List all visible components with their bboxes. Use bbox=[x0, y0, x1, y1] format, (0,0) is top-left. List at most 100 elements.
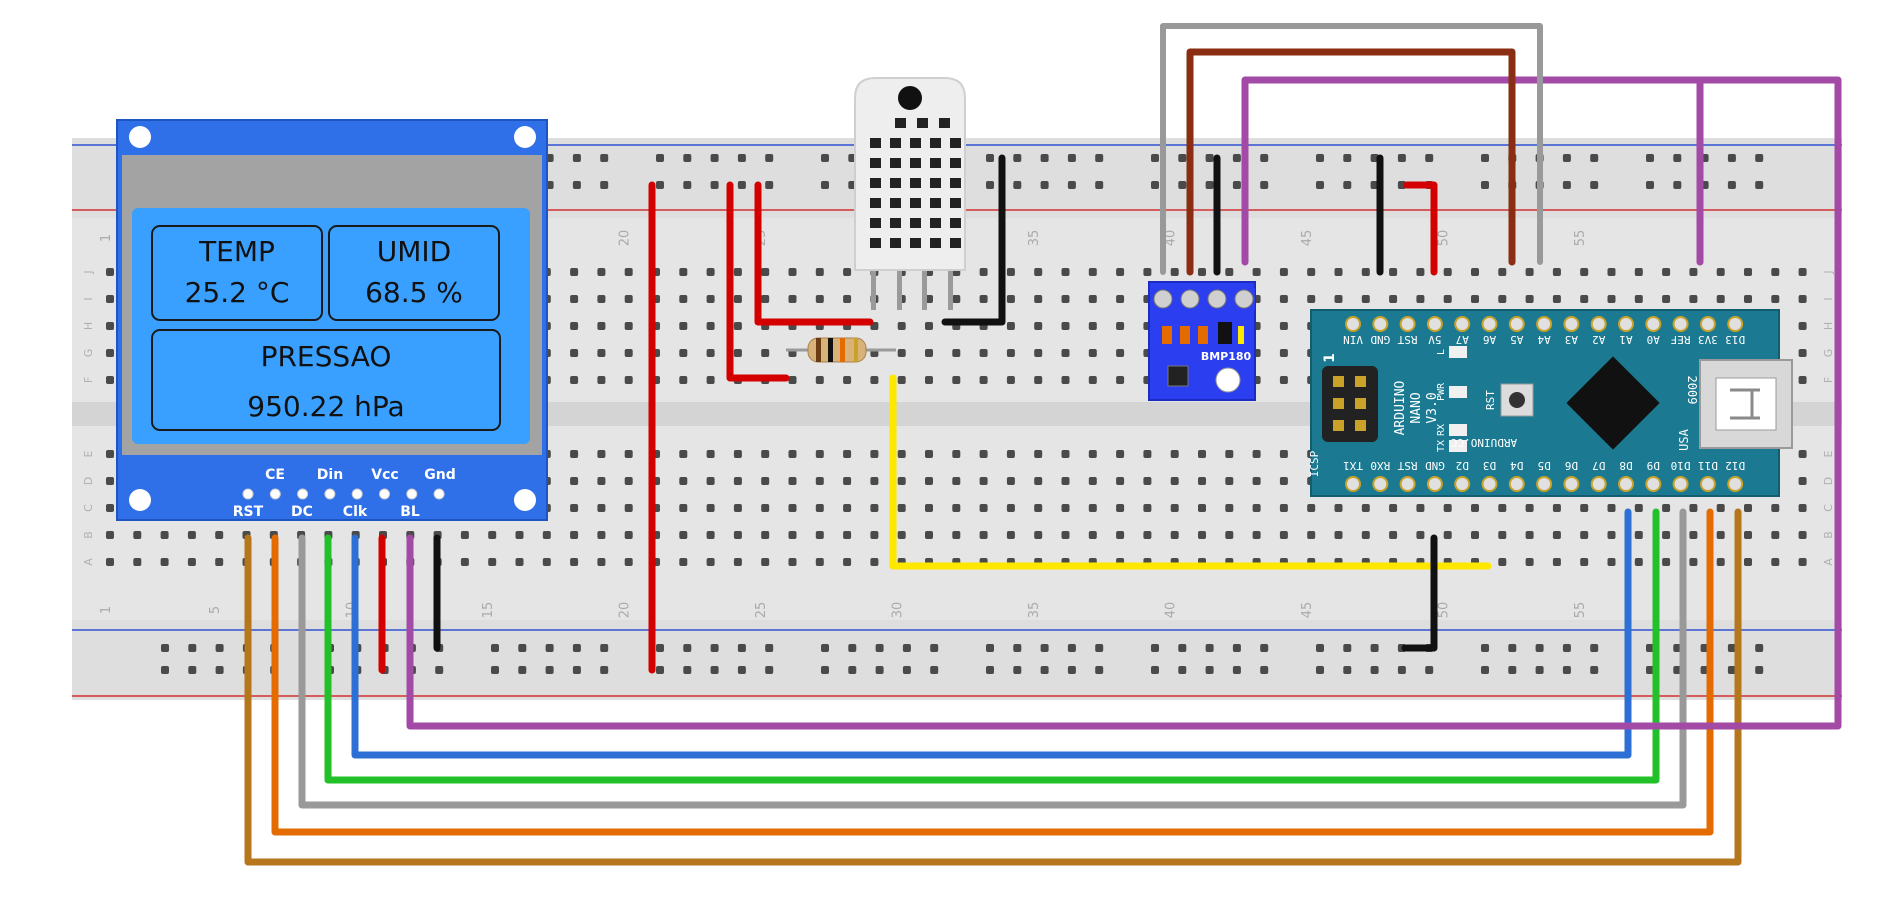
rail-hole bbox=[1067, 181, 1076, 189]
hole bbox=[1525, 504, 1534, 512]
resistor bbox=[786, 337, 896, 363]
hole bbox=[870, 558, 879, 566]
hole bbox=[1798, 349, 1807, 357]
hole bbox=[979, 504, 988, 512]
hole bbox=[1061, 349, 1070, 357]
pressao-label: PRESSAO bbox=[261, 340, 392, 373]
lcd-pin-label: Gnd bbox=[424, 467, 455, 483]
arduino-pin bbox=[1672, 476, 1689, 492]
lcd-mount-hole bbox=[129, 489, 151, 511]
lcd-pin-label: Vcc bbox=[371, 467, 398, 483]
hole bbox=[843, 268, 852, 276]
hole bbox=[1798, 558, 1807, 566]
arduino-nano: D133V3REFA0A1A2A3A4A5A6A75VRSTGNDVIND12D… bbox=[1308, 309, 1793, 497]
rail-hole bbox=[1013, 181, 1022, 189]
hole bbox=[1170, 504, 1179, 512]
hole bbox=[1088, 450, 1097, 458]
hole bbox=[1034, 450, 1043, 458]
bmp180-pin bbox=[1153, 289, 1173, 309]
hole bbox=[952, 531, 961, 539]
hole bbox=[1744, 504, 1752, 512]
hole bbox=[1525, 295, 1534, 303]
hole bbox=[1279, 295, 1288, 303]
hole bbox=[1744, 558, 1752, 566]
hole bbox=[1061, 295, 1070, 303]
pressao-value: 950.22 hPa bbox=[247, 390, 404, 423]
hole bbox=[897, 504, 906, 512]
arduino-pin bbox=[1727, 476, 1744, 492]
rail-hole bbox=[600, 666, 609, 674]
hole bbox=[1607, 558, 1616, 566]
led-tx bbox=[1449, 440, 1467, 452]
hole bbox=[706, 558, 715, 566]
rail-hole bbox=[656, 154, 664, 162]
icsp-pin bbox=[1333, 398, 1344, 409]
hole bbox=[515, 558, 524, 566]
hole bbox=[897, 450, 906, 458]
hole bbox=[1088, 268, 1097, 276]
rail-hole bbox=[1232, 666, 1241, 674]
rail-hole bbox=[1178, 154, 1187, 162]
hole bbox=[542, 558, 551, 566]
bmp180-pin bbox=[1207, 289, 1227, 309]
hole bbox=[1744, 268, 1752, 276]
dht22-sensor bbox=[854, 77, 966, 310]
lcd-pin bbox=[433, 488, 445, 500]
arduino-bottom-pin-label: D9 bbox=[1647, 459, 1660, 472]
hole bbox=[1143, 477, 1152, 485]
hole bbox=[1634, 558, 1643, 566]
hole bbox=[1252, 450, 1261, 458]
column-number: 55 bbox=[1573, 602, 1588, 619]
hole bbox=[570, 477, 579, 485]
bmp180-pin bbox=[1234, 289, 1254, 309]
hole bbox=[1498, 531, 1507, 539]
hole bbox=[1334, 295, 1343, 303]
hole bbox=[1307, 268, 1316, 276]
lcd-module: TEMP 25.2 °C UMID 68.5 % PRESSAO 950.22 … bbox=[116, 119, 548, 521]
hole bbox=[1116, 477, 1125, 485]
rail-hole bbox=[1646, 181, 1654, 189]
hole bbox=[215, 531, 224, 539]
rail-hole bbox=[821, 644, 829, 652]
rail-hole bbox=[1040, 644, 1049, 652]
icsp-label: ICSP bbox=[1308, 450, 1321, 477]
rail-hole bbox=[1481, 181, 1489, 189]
rail-hole bbox=[1205, 181, 1214, 189]
hole bbox=[1634, 268, 1643, 276]
rail-hole bbox=[1755, 181, 1764, 189]
rail-hole bbox=[1508, 666, 1517, 674]
hole bbox=[788, 295, 797, 303]
temp-value: 25.2 °C bbox=[185, 276, 290, 309]
rail-hole bbox=[1343, 666, 1352, 674]
rail-hole bbox=[710, 181, 719, 189]
hole bbox=[1334, 504, 1343, 512]
hole bbox=[1716, 295, 1725, 303]
column-number: 1 bbox=[99, 234, 114, 242]
arduino-pin bbox=[1399, 316, 1416, 332]
hole bbox=[788, 558, 797, 566]
arduino-site: ARDUINO.CC bbox=[1451, 436, 1517, 449]
hole bbox=[952, 450, 961, 458]
hole bbox=[1689, 268, 1698, 276]
rail-hole bbox=[600, 154, 609, 162]
hole bbox=[1061, 322, 1070, 330]
rail-hole bbox=[765, 666, 774, 674]
rail-hole bbox=[1151, 666, 1159, 674]
hole bbox=[1607, 531, 1616, 539]
hole bbox=[788, 477, 797, 485]
hole bbox=[624, 295, 633, 303]
arduino-top-pin-label: RST bbox=[1397, 333, 1417, 346]
hole bbox=[1798, 531, 1807, 539]
rail-hole bbox=[765, 154, 774, 162]
hole bbox=[925, 322, 933, 330]
rail-hole bbox=[1562, 644, 1571, 652]
hole bbox=[1361, 504, 1370, 512]
lcd-pin-label: CE bbox=[265, 467, 285, 483]
row-letter: A bbox=[82, 558, 95, 566]
rail-hole bbox=[1508, 644, 1517, 652]
row-letter: B bbox=[82, 531, 95, 539]
hole bbox=[1143, 268, 1152, 276]
wire-brown-scl bbox=[1186, 48, 1516, 276]
hole bbox=[1061, 450, 1070, 458]
led-label: RX bbox=[1436, 424, 1447, 436]
